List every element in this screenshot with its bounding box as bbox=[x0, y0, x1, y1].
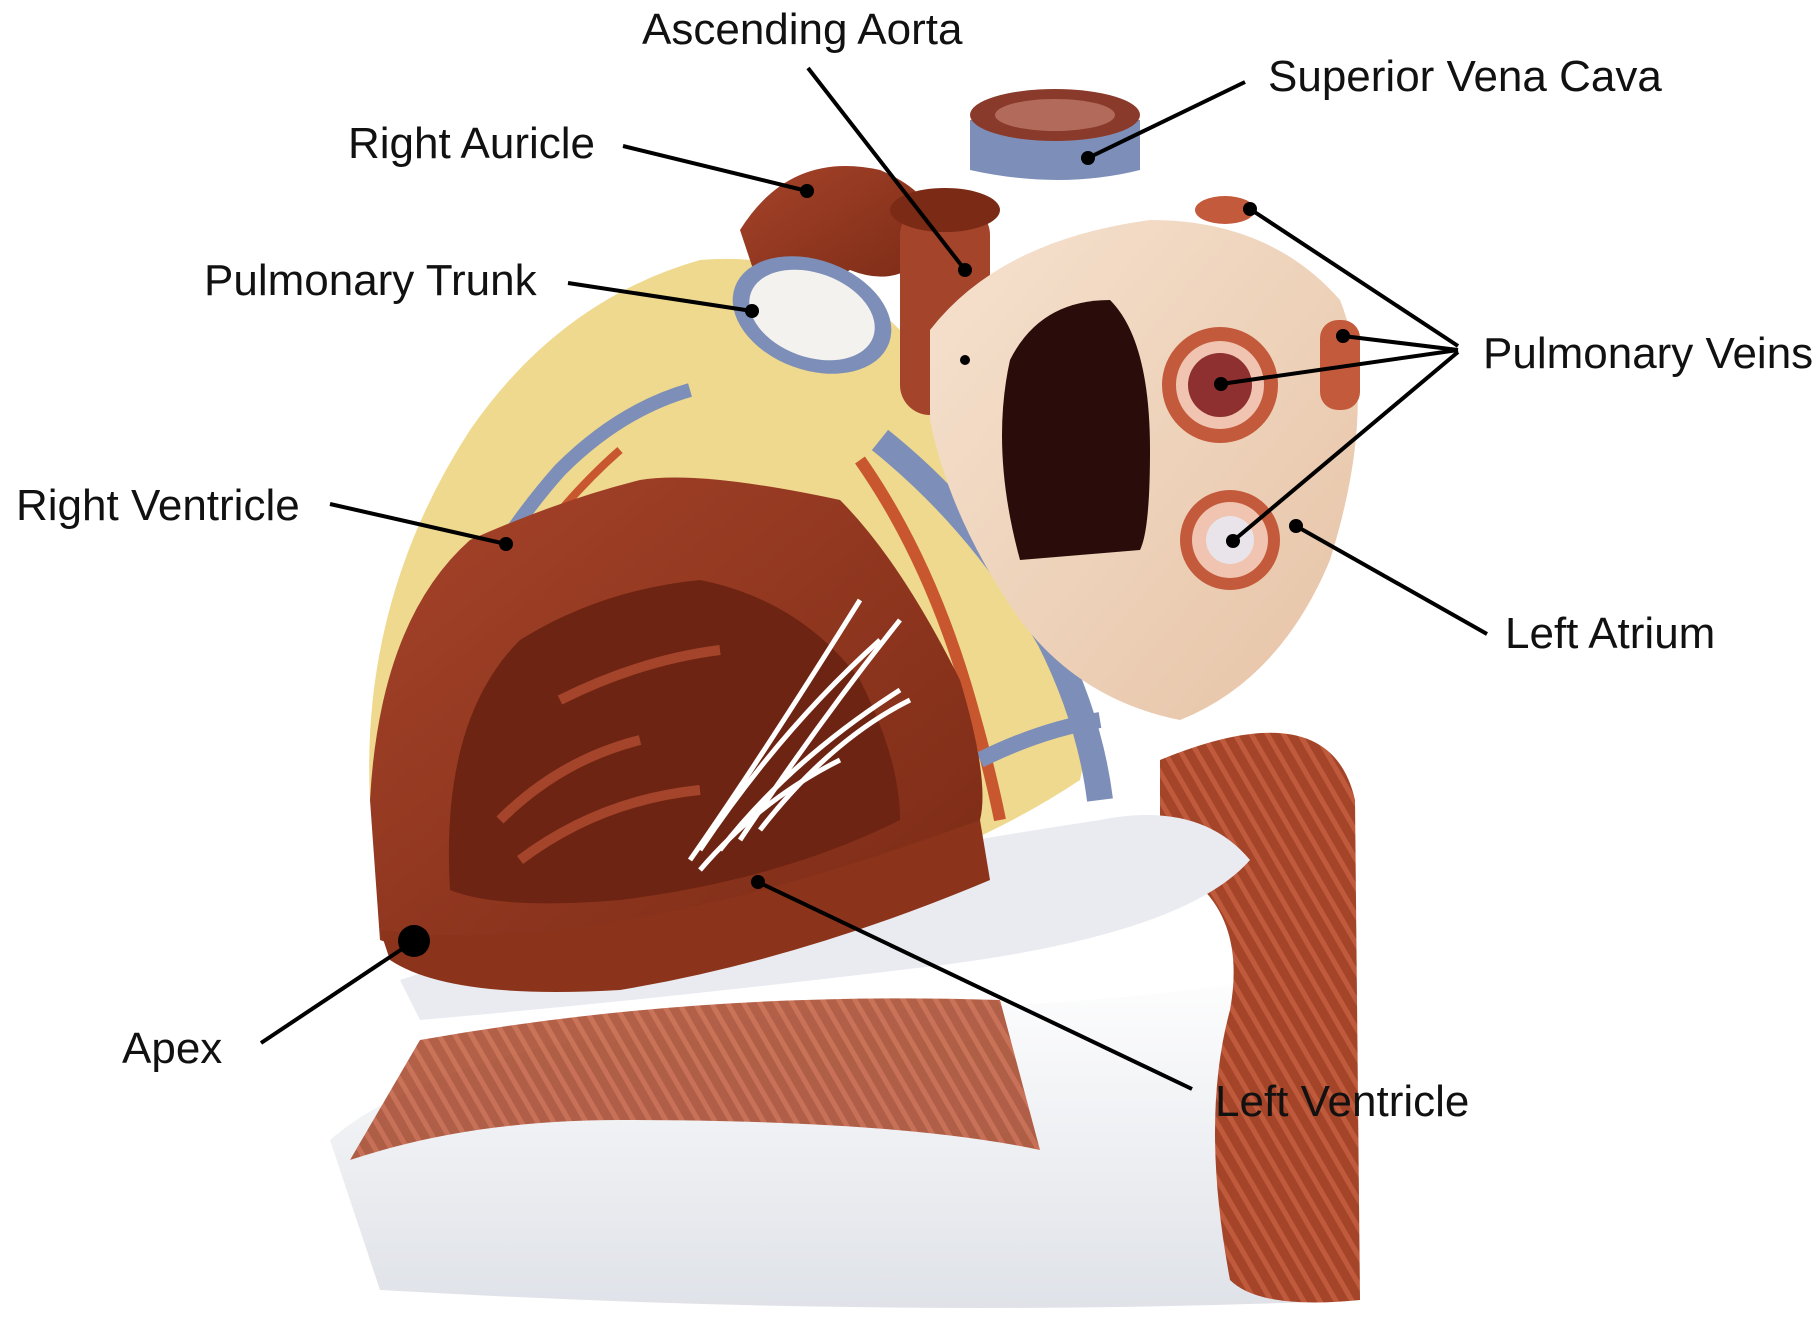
label-pulmonary-veins: Pulmonary Veins bbox=[1483, 332, 1813, 376]
leader-apex bbox=[261, 941, 414, 1043]
label-superior-vena-cava: Superior Vena Cava bbox=[1268, 55, 1662, 99]
label-right-ventricle: Right Ventricle bbox=[16, 484, 300, 528]
label-right-auricle: Right Auricle bbox=[348, 122, 595, 166]
label-left-ventricle: Left Ventricle bbox=[1215, 1080, 1469, 1124]
leader-pulmonary-veins-2 bbox=[1343, 336, 1458, 350]
label-left-atrium: Left Atrium bbox=[1505, 612, 1715, 656]
leader-right-auricle bbox=[623, 146, 807, 191]
label-ascending-aorta: Ascending Aorta bbox=[642, 8, 962, 52]
label-apex: Apex bbox=[122, 1027, 222, 1071]
label-pulmonary-trunk: Pulmonary Trunk bbox=[204, 259, 537, 303]
leader-left-atrium bbox=[1296, 526, 1487, 634]
